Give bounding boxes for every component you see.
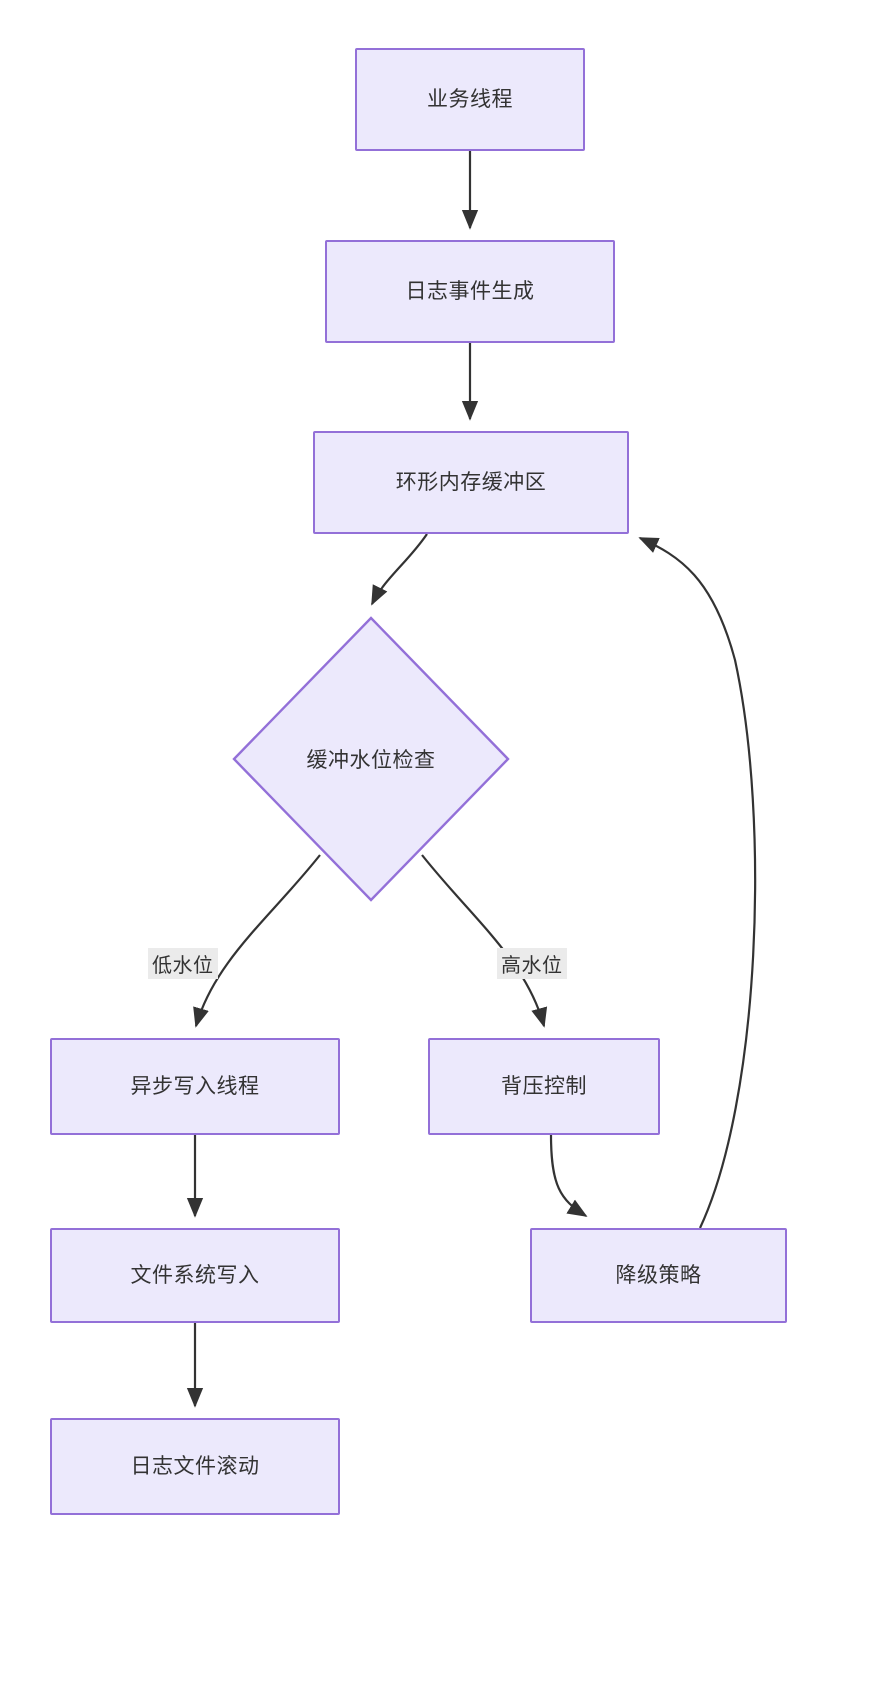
node-log-event-generation[interactable]: 日志事件生成 (325, 240, 615, 343)
edge-n4-n6 (421, 854, 548, 1028)
node-backpressure-control[interactable]: 背压控制 (428, 1038, 660, 1135)
node-business-thread[interactable]: 业务线程 (355, 48, 585, 151)
node-label: 日志文件滚动 (130, 1454, 260, 1478)
edge-n6-n8 (549, 1134, 588, 1217)
node-label: 降级策略 (615, 1263, 702, 1287)
edge-n4-n5 (193, 854, 321, 1028)
node-async-write-thread[interactable]: 异步写入线程 (50, 1038, 340, 1135)
node-buffer-watermark-check[interactable]: 缓冲水位检查 (232, 616, 510, 902)
edge-label-high-watermark: 高水位 (497, 948, 567, 979)
edge-n8-n3 (638, 536, 757, 1229)
node-label: 背压控制 (501, 1074, 587, 1098)
edge-n3-n4 (371, 533, 428, 606)
edge-label-low-watermark: 低水位 (148, 948, 218, 979)
diamond-shape (232, 616, 510, 902)
node-log-file-rolling[interactable]: 日志文件滚动 (50, 1418, 340, 1515)
node-degradation-strategy[interactable]: 降级策略 (530, 1228, 787, 1323)
node-label: 文件系统写入 (130, 1263, 260, 1287)
node-label: 缓冲水位检查 (306, 749, 436, 772)
node-label: 环形内存缓冲区 (395, 470, 547, 494)
node-label: 异步写入线程 (130, 1074, 260, 1098)
node-filesystem-write[interactable]: 文件系统写入 (50, 1228, 340, 1323)
node-ring-memory-buffer[interactable]: 环形内存缓冲区 (313, 431, 629, 534)
node-label: 业务线程 (427, 87, 513, 111)
node-label: 日志事件生成 (405, 279, 535, 303)
